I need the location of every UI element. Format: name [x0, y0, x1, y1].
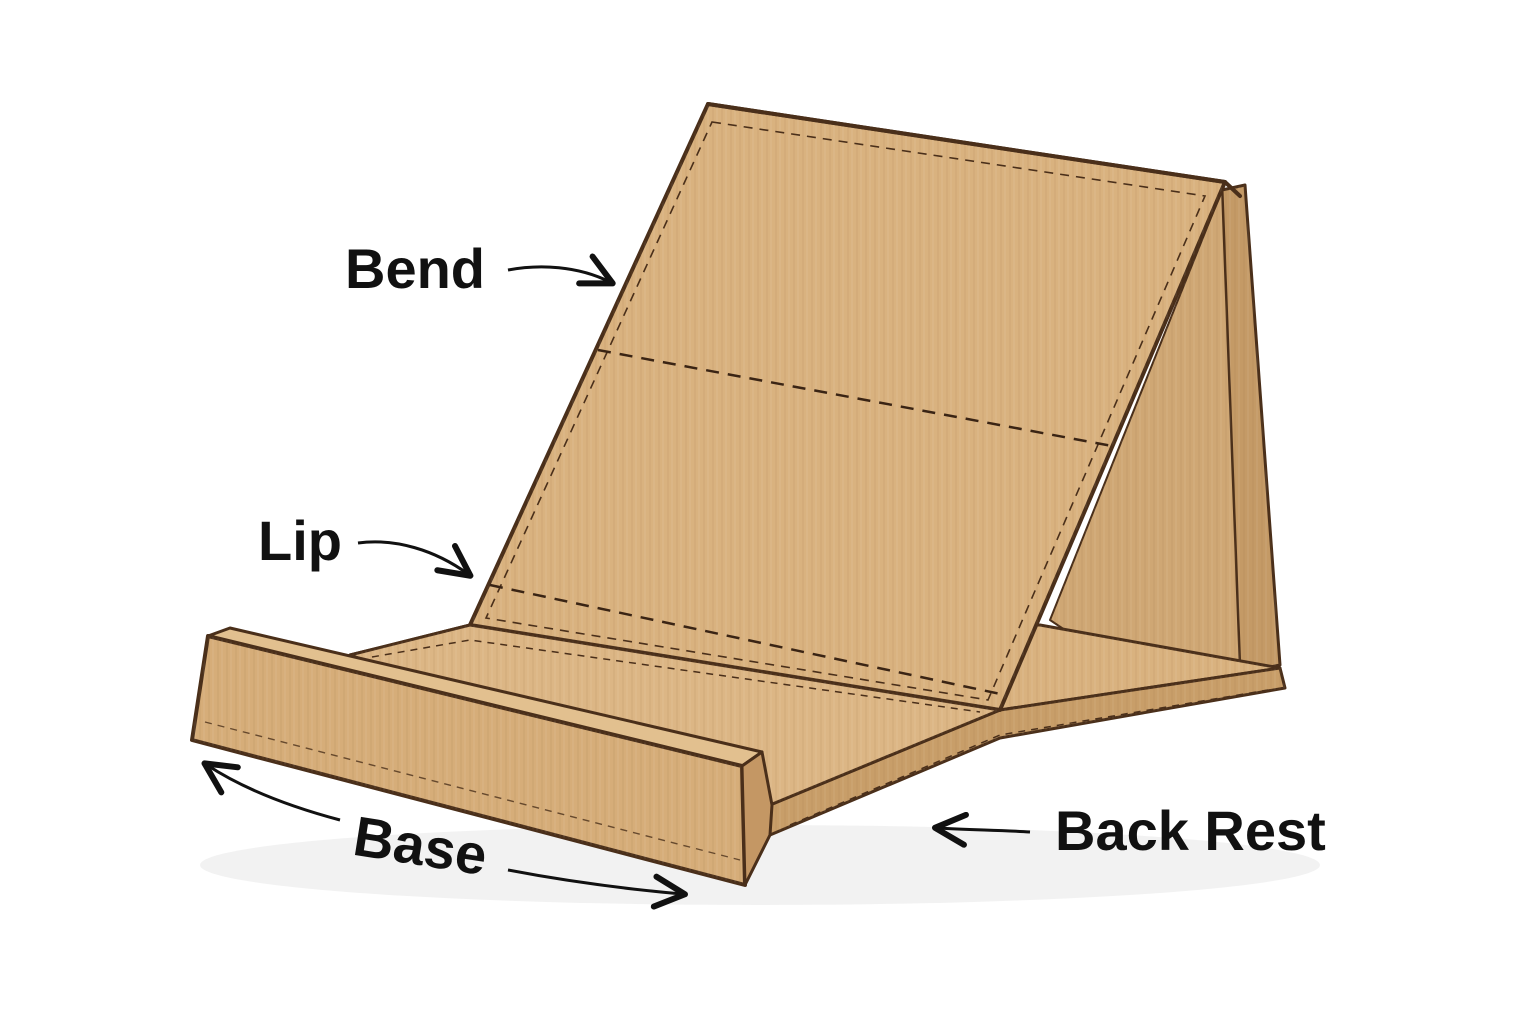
lip-label: Lip — [258, 509, 342, 572]
base-arrow-left — [201, 760, 341, 822]
bend-arrow — [507, 253, 616, 287]
front-lip-end — [740, 750, 774, 887]
back-rest-label: Back Rest — [1055, 799, 1326, 862]
lip-arrow — [357, 540, 474, 579]
main-panel-stitch-border — [484, 121, 1207, 701]
base-arrow-right — [507, 868, 688, 910]
bend-label: Bend — [345, 237, 485, 300]
back-rest-arrow — [932, 811, 1031, 848]
ground-shadow — [200, 825, 1320, 905]
